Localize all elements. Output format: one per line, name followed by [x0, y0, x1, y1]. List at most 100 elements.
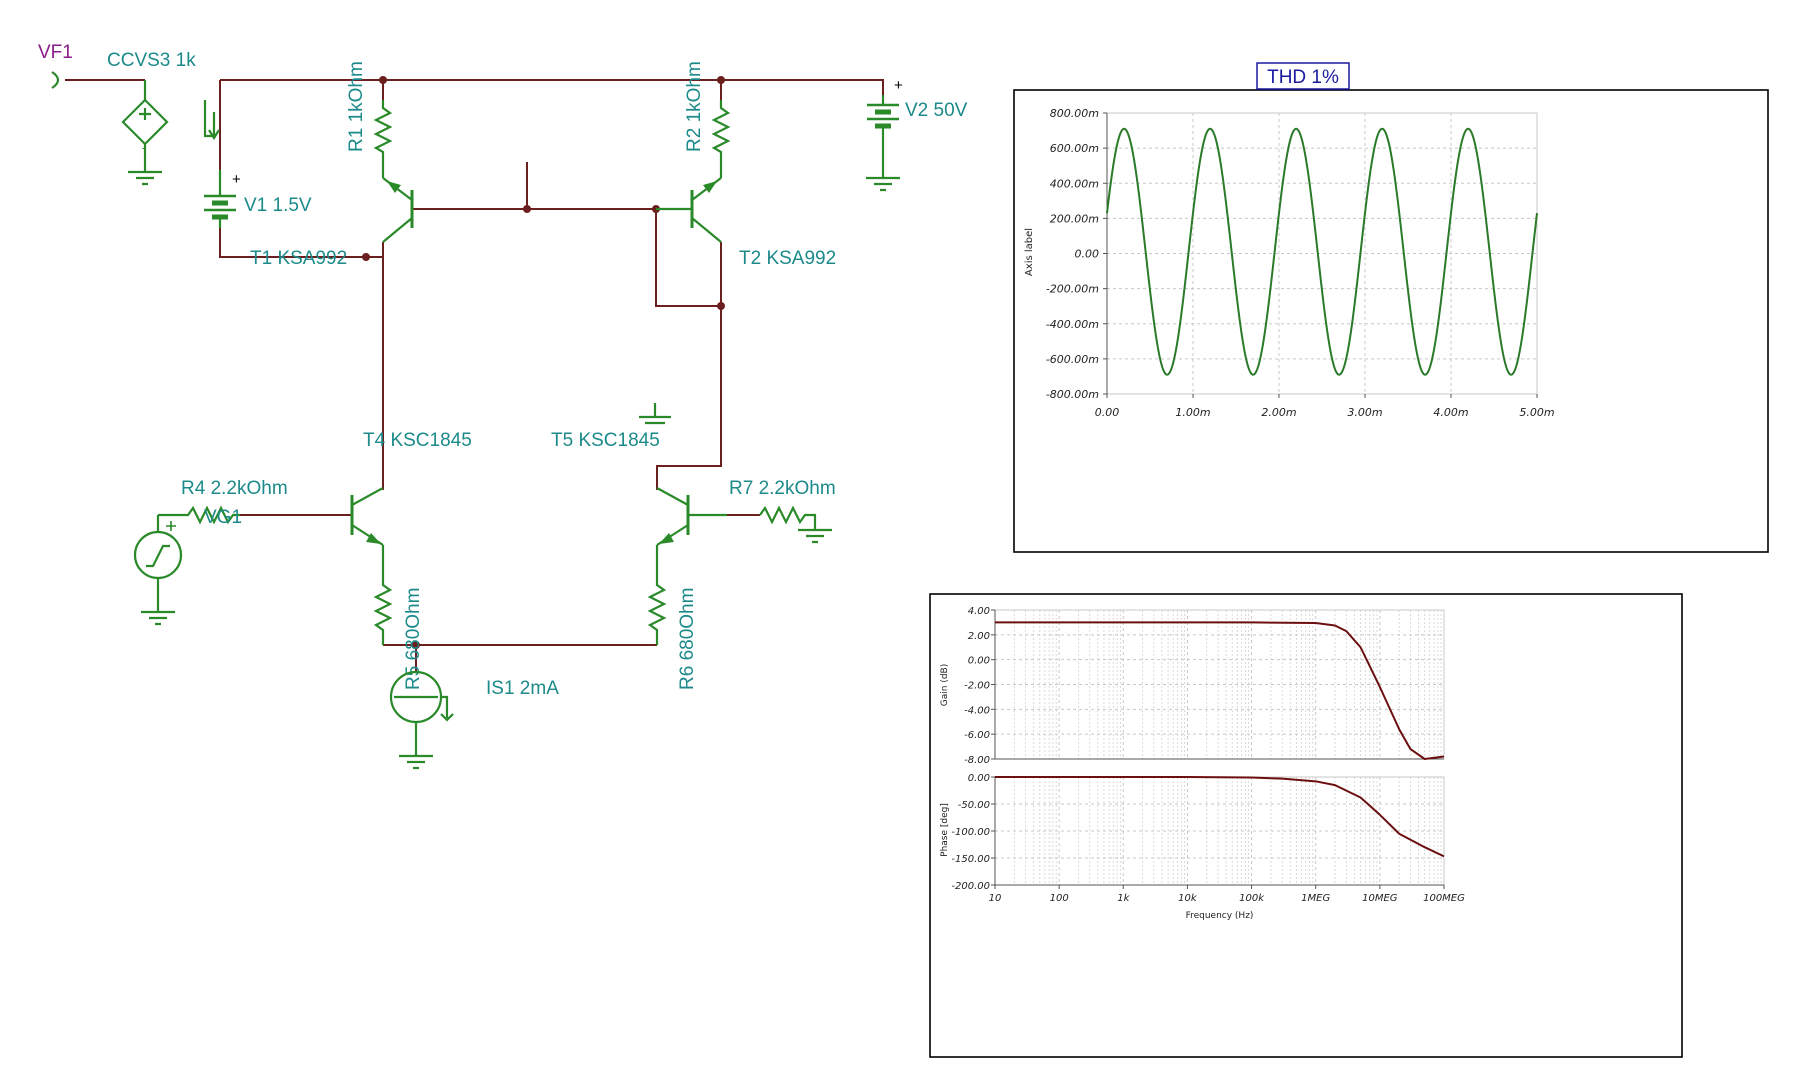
wires [65, 79, 884, 672]
resistor-r4[interactable] [182, 505, 240, 525]
junctions [362, 76, 725, 649]
t5-arrow-icon [659, 533, 674, 544]
y-tick-label: -8.00 [964, 755, 990, 766]
arrow-down-icon [440, 695, 454, 722]
y-tick-label: -150.00 [951, 854, 990, 865]
y-tick-label: 2.00 [968, 631, 990, 642]
label-vg1: VG1 [204, 507, 242, 528]
resistor-r7[interactable] [759, 505, 817, 530]
label-t5: T5 KSC1845 [551, 430, 660, 451]
step-wave-icon [146, 544, 170, 568]
x-tick-label: 100MEG [1423, 893, 1465, 904]
label-r6: R6 680Ohm [677, 588, 698, 690]
t1-arrow-icon [387, 181, 401, 193]
series-line [995, 776, 1445, 858]
x-tick-label: 10 [989, 893, 1002, 904]
x-axis-label: Frequency (Hz) [1186, 911, 1254, 921]
y-tick-label: 4.00 [968, 606, 990, 617]
battery-v1[interactable]: + [204, 170, 241, 228]
x-tick-label: 2.00m [1261, 406, 1296, 419]
bode-plot-window[interactable]: 4.00 2.00 0.00 -2.00 -4.00 -6.00 -8.00 Gain (dB… [929, 593, 1683, 1058]
label-v1: V1 1.5V [244, 195, 312, 216]
transistor-t2[interactable] [656, 177, 722, 243]
transistor-t4[interactable] [350, 487, 385, 577]
junction-dot [717, 302, 725, 310]
current-source-is1[interactable] [389, 670, 454, 770]
thd-title: THD 1% [1267, 67, 1339, 88]
y-tick-label: 0.00 [968, 773, 990, 784]
label-r2: R2 1kOhm [684, 61, 705, 152]
x-tick-label: 10k [1178, 893, 1198, 904]
ground-icon [866, 176, 900, 192]
y-axis-label: Gain (dB) [940, 664, 950, 706]
t2-arrow-icon [703, 181, 717, 193]
x-tick-label: 10MEG [1362, 893, 1398, 904]
wire-t2-diode [655, 209, 721, 307]
x-tick-label: 1.00m [1175, 406, 1210, 419]
y-tick-label: -2.00 [964, 681, 990, 692]
label-r1: R1 1kOhm [346, 61, 367, 152]
y-tick-label: 0.00 [968, 656, 990, 667]
label-vf1: VF1 [38, 42, 73, 63]
v2-plus: + [894, 77, 903, 94]
ground-icon [798, 528, 832, 544]
series-line [1106, 127, 1538, 376]
y-tick-label: -6.00 [964, 730, 990, 741]
y-tick-label: -600.00m [1046, 353, 1099, 366]
ground-icon [399, 754, 433, 770]
battery-v2[interactable]: + [866, 77, 903, 192]
label-r7: R7 2.2kOhm [729, 478, 836, 499]
t2-collector [691, 217, 722, 243]
label-t2: T2 KSA992 [739, 248, 836, 269]
y-tick-label: -400.00m [1046, 318, 1099, 331]
ground-icon [128, 170, 162, 186]
gain-chart: 4.00 2.00 0.00 -2.00 -4.00 -6.00 -8.00 Gain (dB… [940, 606, 1445, 766]
y-tick-label: -4.00 [964, 705, 990, 716]
x-tick-label: 3.00m [1347, 406, 1382, 419]
junction-dot [717, 76, 725, 84]
wire-top-rail [220, 79, 884, 95]
label-ccvs3: CCVS3 1k [107, 50, 196, 71]
label-t4: T4 KSC1845 [363, 430, 472, 451]
thd-title-box [1256, 62, 1350, 90]
y-tick-label: -200.00m [1046, 283, 1099, 296]
y-tick-label: 0.00 [1075, 248, 1100, 261]
wire-t2-to-t5 [656, 242, 722, 490]
resistor-r1[interactable] [373, 100, 393, 178]
thd-plot-frame [1013, 89, 1769, 553]
ccvs3-diamond [121, 98, 169, 146]
series-line [995, 621, 1445, 760]
label-is1: IS1 2mA [486, 678, 559, 699]
generator-vg1[interactable] [133, 513, 183, 626]
source-ccvs3[interactable]: - [121, 80, 220, 186]
y-tick-label: -50.00 [958, 800, 990, 811]
plus-icon [166, 521, 176, 531]
probe-vf1-symbol[interactable] [51, 71, 60, 89]
label-t1: T1 KSA992 [250, 248, 347, 269]
y-tick-label: 400.00m [1050, 177, 1099, 190]
transistor-t5[interactable] [655, 487, 727, 577]
resistor-r6[interactable] [647, 577, 667, 645]
junction-dot [523, 205, 531, 213]
transistor-t1[interactable] [382, 177, 414, 243]
ground-icon [141, 610, 175, 626]
y-tick-label: 600.00m [1050, 142, 1099, 155]
y-axis-label: Phase [deg] [940, 803, 950, 857]
v1-plus: + [232, 171, 241, 188]
x-tick-label: 4.00m [1433, 406, 1468, 419]
label-v2: V2 50V [905, 100, 968, 121]
y-tick-label: 200.00m [1050, 212, 1099, 225]
t1-collector [382, 217, 413, 243]
y-axis-label: Axis label [1024, 228, 1035, 276]
x-tick-label: 100 [1050, 893, 1069, 904]
x-tick-label: 1k [1117, 893, 1130, 904]
t4-arrow-icon [366, 533, 381, 544]
resistor-r2[interactable] [711, 100, 731, 178]
resistor-r5[interactable] [373, 577, 393, 645]
junction-dot [362, 253, 370, 261]
junction-dot [379, 76, 387, 84]
ccvs3-minus: - [142, 140, 146, 155]
